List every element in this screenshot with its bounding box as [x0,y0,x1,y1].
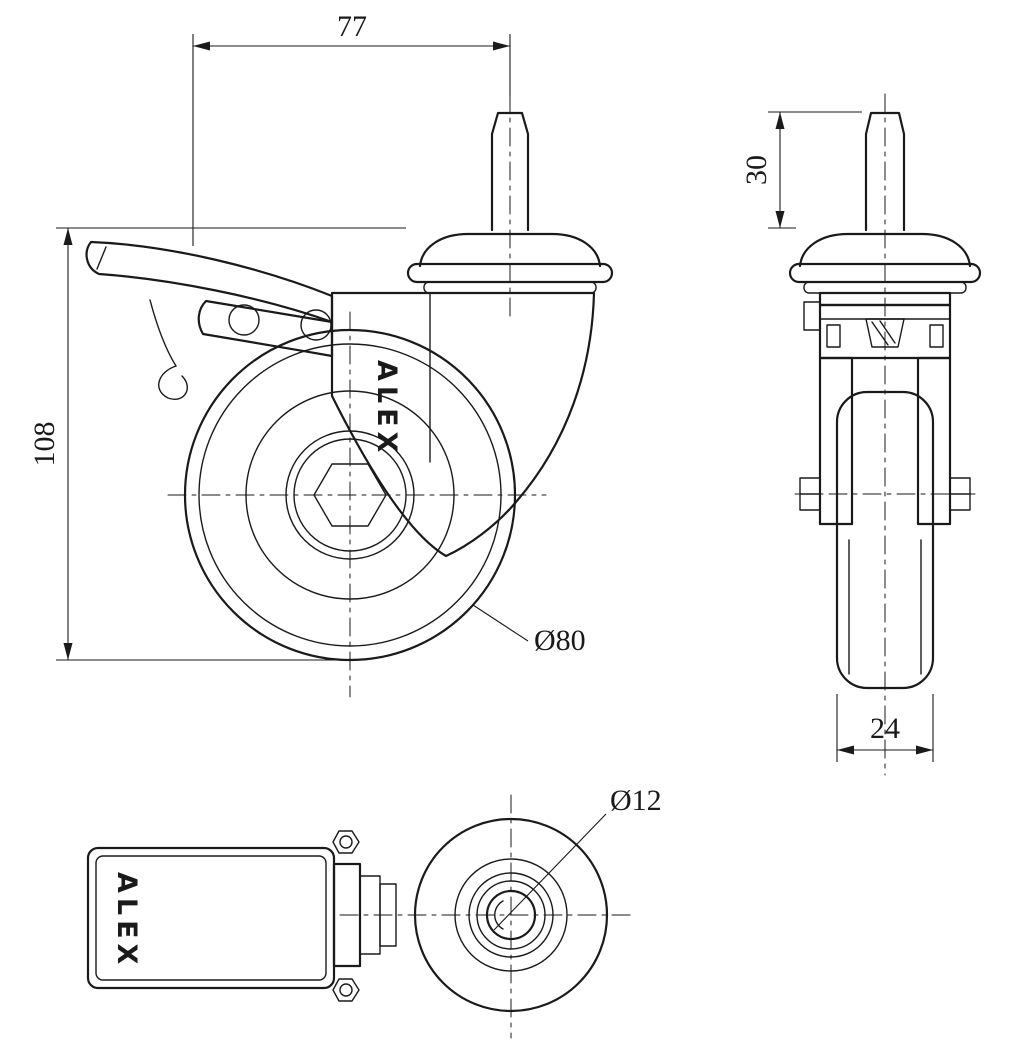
threaded-stem-outline [490,111,530,232]
brake-pedal-inner-line [95,855,327,981]
lever-tip-notch [96,246,107,270]
hinge-bolt-bottom [332,978,360,1002]
hinge-bolt-top [332,830,360,854]
cam-hatch-1 [871,321,889,346]
arrowhead-bottom [63,643,73,660]
dim-label-overall-height: 108 [28,422,61,467]
dim-label-wheel-diameter: Ø80 [534,624,586,657]
rivet-right [300,309,332,341]
dim-wheel-width: 24 [836,694,934,762]
arrowhead-right [493,41,510,51]
dim-stem-height: 30 [740,111,862,229]
lever-pivot-end [803,301,821,331]
dim-label-wheel-width: 24 [870,712,900,745]
rivet-left [228,304,260,336]
side-stem [490,111,530,232]
side-brake-lever [85,240,334,400]
spring-curl [158,365,188,400]
leader-line [472,604,529,642]
leader-line [493,813,607,931]
brake-cam-block [865,318,905,348]
dim-label-overall-width: 77 [337,10,367,43]
front-stem-outline [864,111,906,232]
arrowhead-top [63,228,73,245]
side-fork: ALEX [330,291,596,558]
housing-slot-left [826,324,841,348]
bore-relief-arc [494,900,504,930]
arrowhead-left [837,745,854,755]
side-view: ALEX [85,93,614,698]
dim-bore-diameter: Ø12 [493,784,662,931]
arrowhead-right [916,745,933,755]
brake-lever-arm [85,240,334,324]
dim-label-bore-diameter: Ø12 [610,784,662,817]
brand-text-side: ALEX [371,360,402,457]
arrowhead-bottom [775,211,785,228]
dim-label-stem-height: 30 [740,155,773,185]
brand-text-pedal: ALEX [111,872,142,969]
hinge-bolt-bottom-shank [339,983,353,997]
dim-wheel-diameter: Ø80 [472,604,586,657]
hinge-bolt-top-shank [339,835,353,849]
cam-hatch-2 [879,320,896,344]
arrowhead-left [193,41,210,51]
fork-outline [330,291,596,558]
housing-slot-right [929,324,944,348]
brake-bracket-plate [197,299,334,358]
spring-wire [149,299,177,367]
dim-overall-height: 108 [28,227,406,661]
top-view: ALEX [86,794,637,1039]
dimensions: 77 108 30 24 Ø80 [28,10,934,931]
arrowhead-top [775,112,785,129]
front-view [788,93,982,776]
dim-overall-width: 77 [192,10,511,246]
side-centerlines [167,93,547,698]
